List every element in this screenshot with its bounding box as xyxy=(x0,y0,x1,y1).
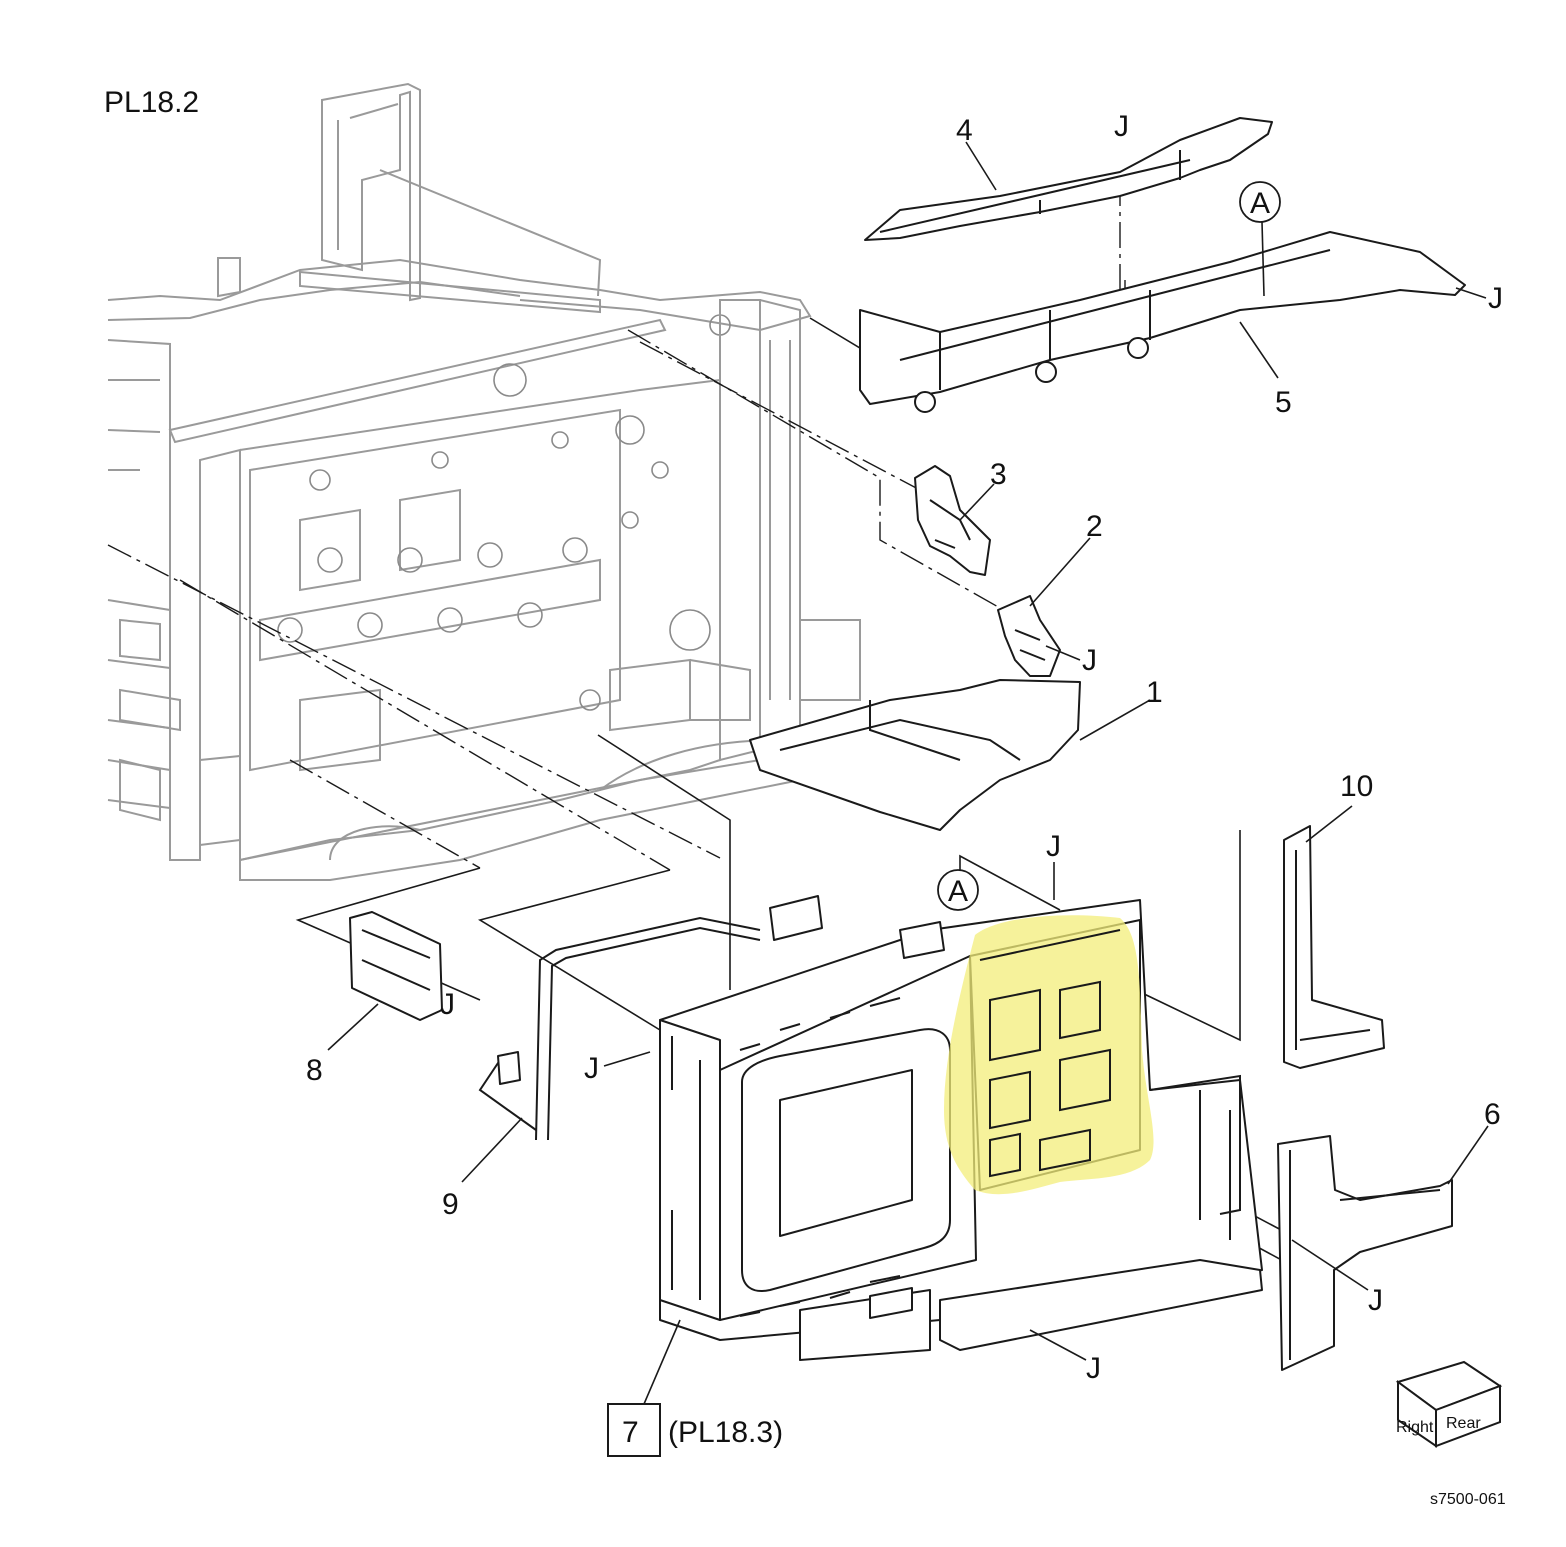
printer-frame xyxy=(107,82,861,881)
part-9-harness xyxy=(478,895,823,1141)
callout-7-reference: (PL18.3) xyxy=(668,1416,783,1449)
callout-4: 4 xyxy=(956,114,973,147)
callout-2: 2 xyxy=(1086,510,1103,543)
callout-7: 7 xyxy=(622,1416,639,1449)
marker-a-top-circle xyxy=(1239,181,1281,223)
part-10-bracket xyxy=(1283,825,1385,1069)
marker-j-top: J xyxy=(1114,110,1129,143)
reference-markers: A A J J J J J J J J xyxy=(440,110,1503,1385)
part-1-duct xyxy=(749,679,1081,831)
part-3-bracket xyxy=(914,465,991,576)
part-6-bracket xyxy=(1277,1135,1453,1371)
callout-3: 3 xyxy=(990,458,1007,491)
orientation-right: Right xyxy=(1396,1419,1434,1436)
callout-10: 10 xyxy=(1340,770,1373,803)
callout-7-box xyxy=(607,1403,661,1457)
plate-label: PL18.2 xyxy=(104,86,199,119)
marker-j-bottom: J xyxy=(1086,1352,1101,1385)
marker-j-bracket-8: J xyxy=(440,988,455,1021)
image-code: s7500-061 xyxy=(1430,1491,1506,1508)
orientation-rear: Rear xyxy=(1446,1415,1481,1432)
callout-8: 8 xyxy=(306,1054,323,1087)
marker-j-harness: J xyxy=(1046,830,1061,863)
marker-j-clamp: J xyxy=(1082,644,1097,677)
marker-j-left: J xyxy=(584,1052,599,1085)
marker-a-top: A xyxy=(1250,187,1270,220)
marker-j-right: J xyxy=(1368,1284,1383,1317)
highlighted-board xyxy=(944,915,1154,1195)
marker-a-mid-circle xyxy=(937,869,979,911)
callouts: 4 5 3 2 1 10 6 8 9 7 (PL18.3) xyxy=(306,114,1501,1457)
callout-1: 1 xyxy=(1146,676,1163,709)
callout-5: 5 xyxy=(1275,386,1292,419)
part-2-clamp xyxy=(997,595,1061,677)
marker-a-mid: A xyxy=(948,875,968,908)
part-5-rail xyxy=(859,231,1466,413)
part-4-rail xyxy=(864,117,1273,241)
callout-6: 6 xyxy=(1484,1098,1501,1131)
marker-j-rail: J xyxy=(1488,282,1503,315)
part-8-bracket xyxy=(349,911,443,1021)
callout-9: 9 xyxy=(442,1188,459,1221)
orientation-cube: Right Rear xyxy=(1395,1360,1503,1448)
